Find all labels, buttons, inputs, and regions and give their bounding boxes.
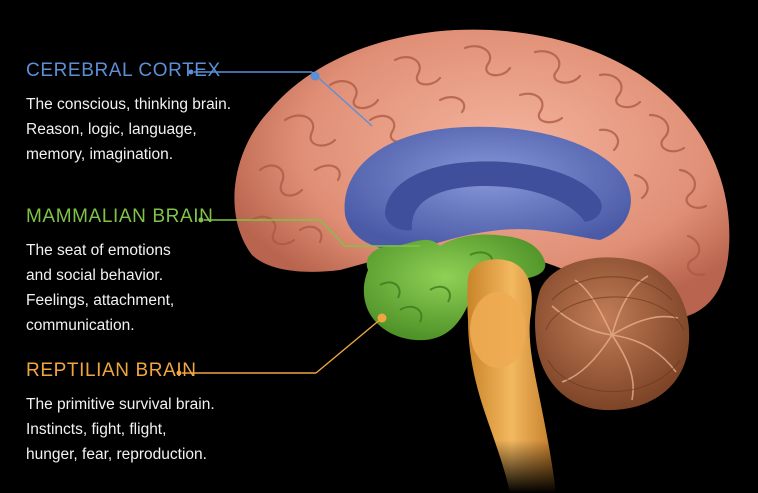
cortex-leader-line (188, 69, 373, 127)
cortex-gyri (250, 45, 708, 276)
reptilian-brain-description: The primitive survival brain. Instincts,… (26, 392, 316, 467)
limbic-cortex-shape (344, 126, 631, 252)
pons-shape (470, 292, 526, 368)
description-line: communication. (26, 317, 135, 334)
description-line: Feelings, attachment, (26, 292, 175, 309)
corpus-callosum-shape (385, 161, 602, 231)
description-line: hunger, fear, reproduction. (26, 446, 207, 463)
description-line: Instincts, fight, flight, (26, 421, 167, 438)
mammalian-brain-label: MAMMALIAN BRAIN The seat of emotions and… (26, 206, 316, 338)
description-line: memory, imagination. (26, 146, 174, 163)
cerebral-cortex-description: The conscious, thinking brain. Reason, l… (26, 92, 316, 167)
mammalian-leader-line (198, 217, 420, 247)
reptilian-brain-title: REPTILIAN BRAIN (26, 360, 197, 381)
description-line: The conscious, thinking brain. (26, 96, 232, 113)
cerebral-cortex-label: CEREBRAL CORTEX The conscious, thinking … (26, 60, 316, 167)
cerebellum-arcs (545, 276, 685, 393)
mammalian-brain-description: The seat of emotions and social behavior… (26, 238, 316, 338)
description-line: and social behavior. (26, 267, 164, 284)
reptilian-leader-line (176, 313, 387, 376)
description-line: The seat of emotions (26, 242, 171, 259)
bottom-fade (0, 440, 758, 493)
mammalian-brain-title: MAMMALIAN BRAIN (26, 206, 214, 227)
cerebral-cortex-title: CEREBRAL CORTEX (26, 60, 221, 81)
description-line: Reason, logic, language, (26, 121, 197, 138)
reptilian-brain-label: REPTILIAN BRAIN The primitive survival b… (26, 360, 316, 467)
description-line: The primitive survival brain. (26, 396, 215, 413)
